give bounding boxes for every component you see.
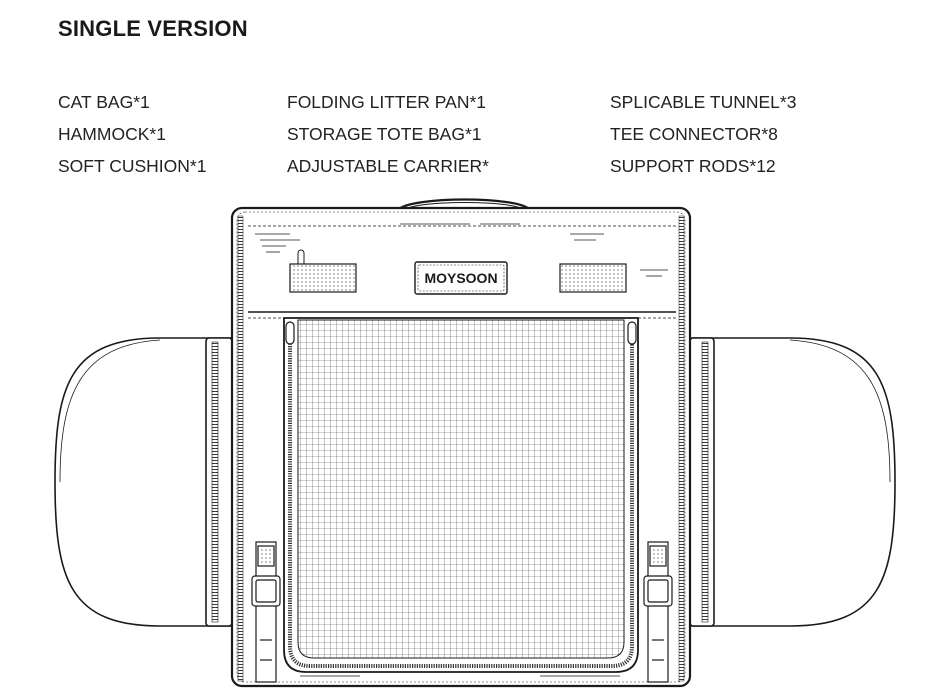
list-item: CAT BAG*1 — [58, 92, 150, 112]
list-item: TEE CONNECTOR*8 — [610, 124, 778, 144]
mesh-panel — [297, 319, 625, 659]
top-handle — [397, 198, 531, 211]
right-zipper — [678, 215, 685, 682]
right-buckle-strap — [643, 541, 673, 683]
list-item: ADJUSTABLE CARRIER* — [287, 156, 489, 176]
list-item: HAMMOCK*1 — [58, 124, 166, 144]
velcro-patch-left — [289, 263, 357, 293]
list-item: STORAGE TOTE BAG*1 — [287, 124, 482, 144]
list-item: FOLDING LITTER PAN*1 — [287, 92, 487, 112]
list-item: SUPPORT RODS*12 — [610, 156, 776, 176]
list-item: SPLICABLE TUNNEL*3 — [610, 92, 797, 112]
left-collar — [205, 337, 233, 627]
item-column-1: CAT BAG*1 HAMMOCK*1 SOFT CUSHION*1 — [58, 86, 206, 182]
list-item: SOFT CUSHION*1 — [58, 156, 207, 176]
brand-label-box — [414, 261, 508, 295]
item-column-3: SPLICABLE TUNNEL*3 TEE CONNECTOR*8 SUPPO… — [610, 86, 796, 182]
brand-label: MOYSOON — [424, 270, 497, 286]
left-tunnel — [54, 337, 233, 627]
velcro-patch-right — [559, 263, 627, 293]
right-tunnel — [689, 337, 896, 627]
left-zipper — [237, 215, 244, 682]
page-title: SINGLE VERSION — [58, 16, 248, 41]
left-buckle-strap — [251, 541, 281, 683]
item-column-2: FOLDING LITTER PAN*1 STORAGE TOTE BAG*1 … — [287, 86, 489, 182]
